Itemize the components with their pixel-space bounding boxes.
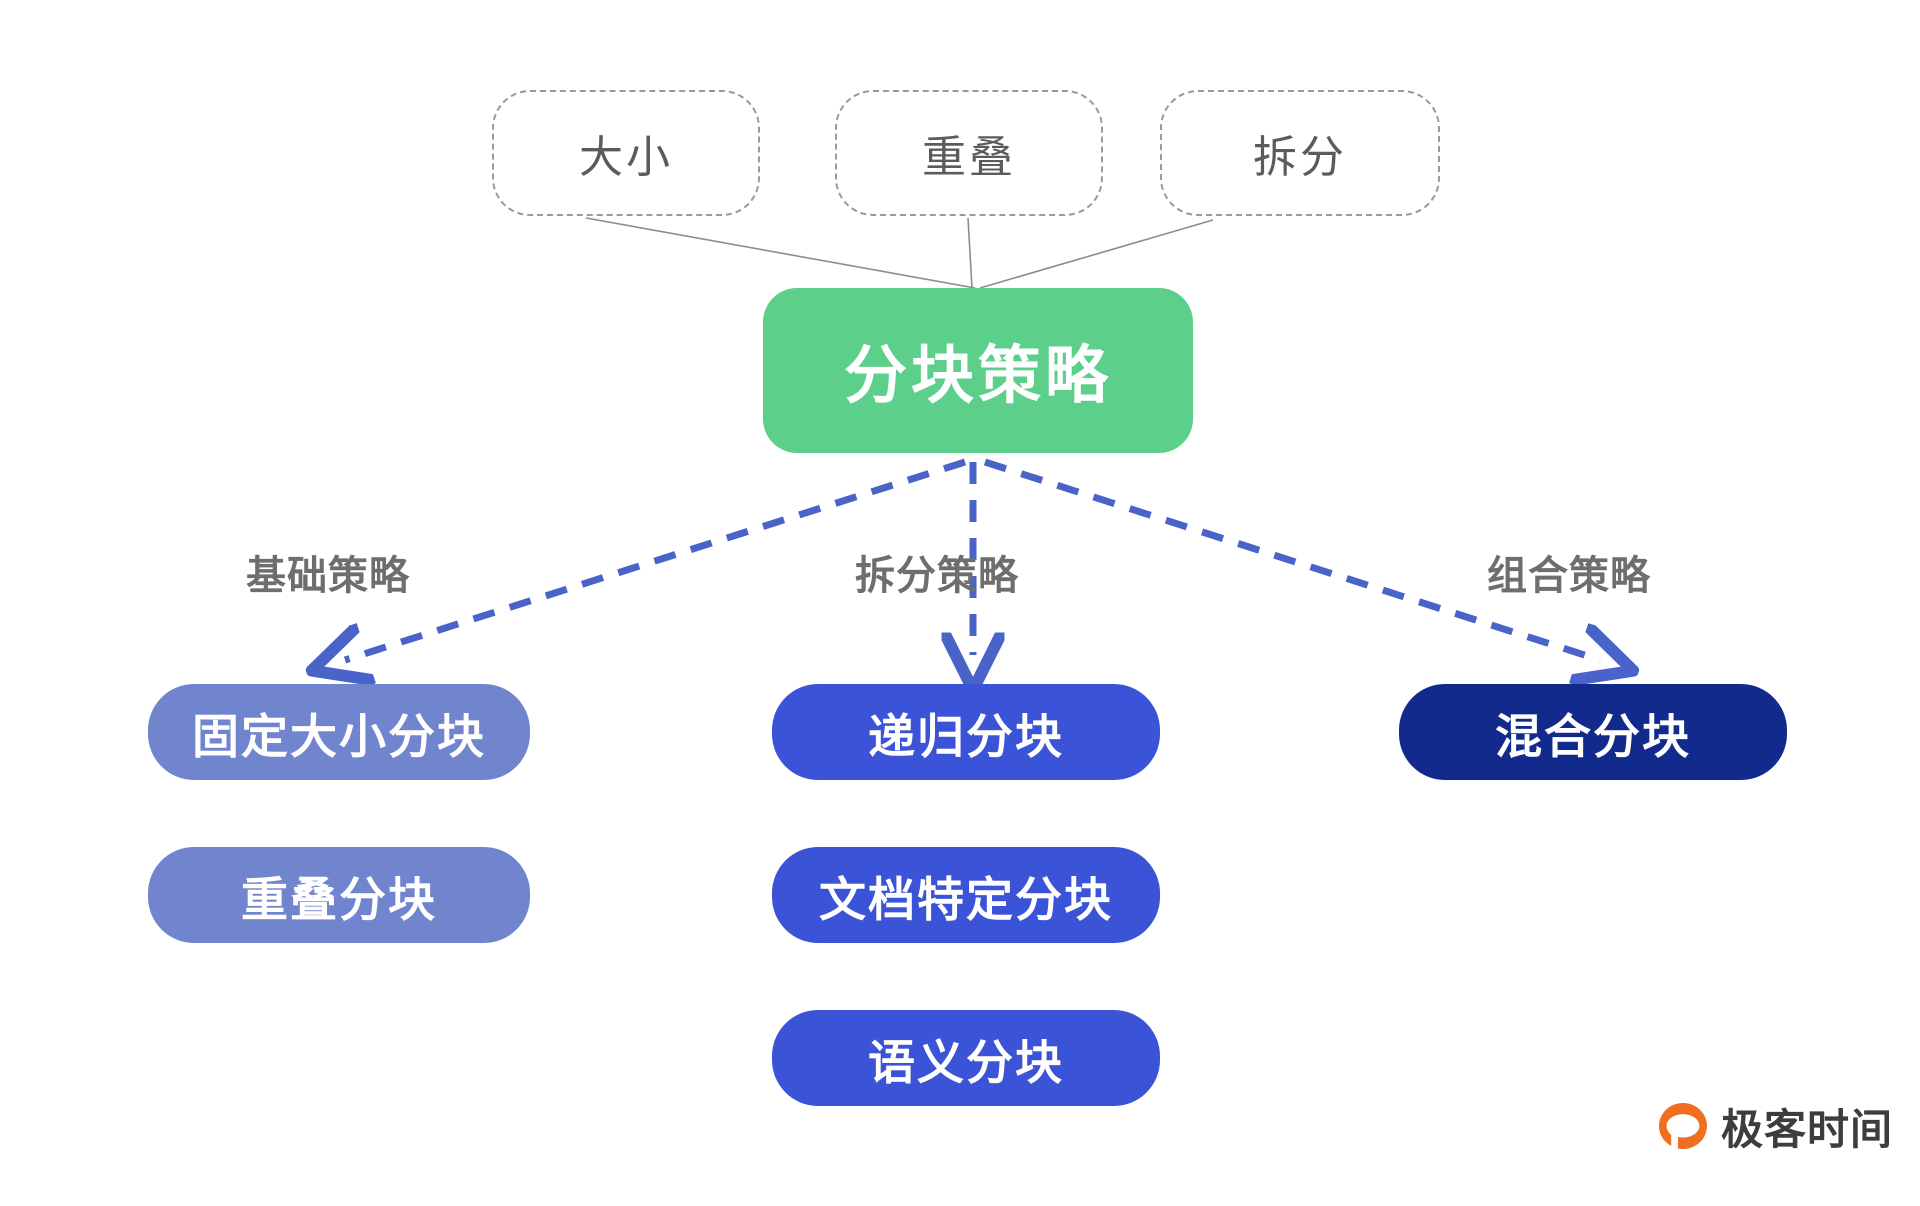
leaf-node-hybrid[interactable]: 混合分块: [1399, 684, 1787, 780]
branch-label-basic: 基础策略: [246, 554, 410, 598]
leaf-node-label: 递归分块: [868, 709, 1064, 763]
leaf-node-recursive[interactable]: 递归分块: [772, 684, 1160, 780]
leaf-node-label: 混合分块: [1495, 709, 1691, 763]
leaf-node-fixed-size[interactable]: 固定大小分块: [148, 684, 530, 780]
leaf-node-label: 重叠分块: [241, 872, 437, 926]
attribute-chip-label: 大小: [579, 133, 673, 182]
brand-logo-text: 极客时间: [1721, 1106, 1894, 1153]
leaf-node-label: 语义分块: [868, 1035, 1064, 1089]
branch-label-split: 拆分策略: [855, 554, 1019, 598]
attribute-chip-split[interactable]: 拆分: [1160, 90, 1440, 216]
branch-label-hybrid: 组合策略: [1487, 554, 1651, 598]
leaf-node-overlap[interactable]: 重叠分块: [148, 847, 530, 943]
leaf-node-semantic[interactable]: 语义分块: [772, 1010, 1160, 1106]
leaf-node-document-specific[interactable]: 文档特定分块: [772, 847, 1160, 943]
geekbang-circle-icon: [1659, 1102, 1707, 1149]
root-node-chunking-strategy[interactable]: 分块策略: [763, 288, 1193, 453]
brand-logo: 极客时间: [1657, 1096, 1893, 1157]
attribute-chip-label: 拆分: [1253, 133, 1347, 182]
leaf-node-label: 文档特定分块: [819, 872, 1113, 926]
root-node-label: 分块策略: [844, 341, 1112, 411]
leaf-node-label: 固定大小分块: [192, 709, 486, 763]
attribute-chip-overlap[interactable]: 重叠: [835, 90, 1103, 216]
attribute-chip-size[interactable]: 大小: [492, 90, 760, 216]
attribute-chip-label: 重叠: [922, 133, 1016, 182]
attribute-connectors: [585, 217, 1214, 289]
